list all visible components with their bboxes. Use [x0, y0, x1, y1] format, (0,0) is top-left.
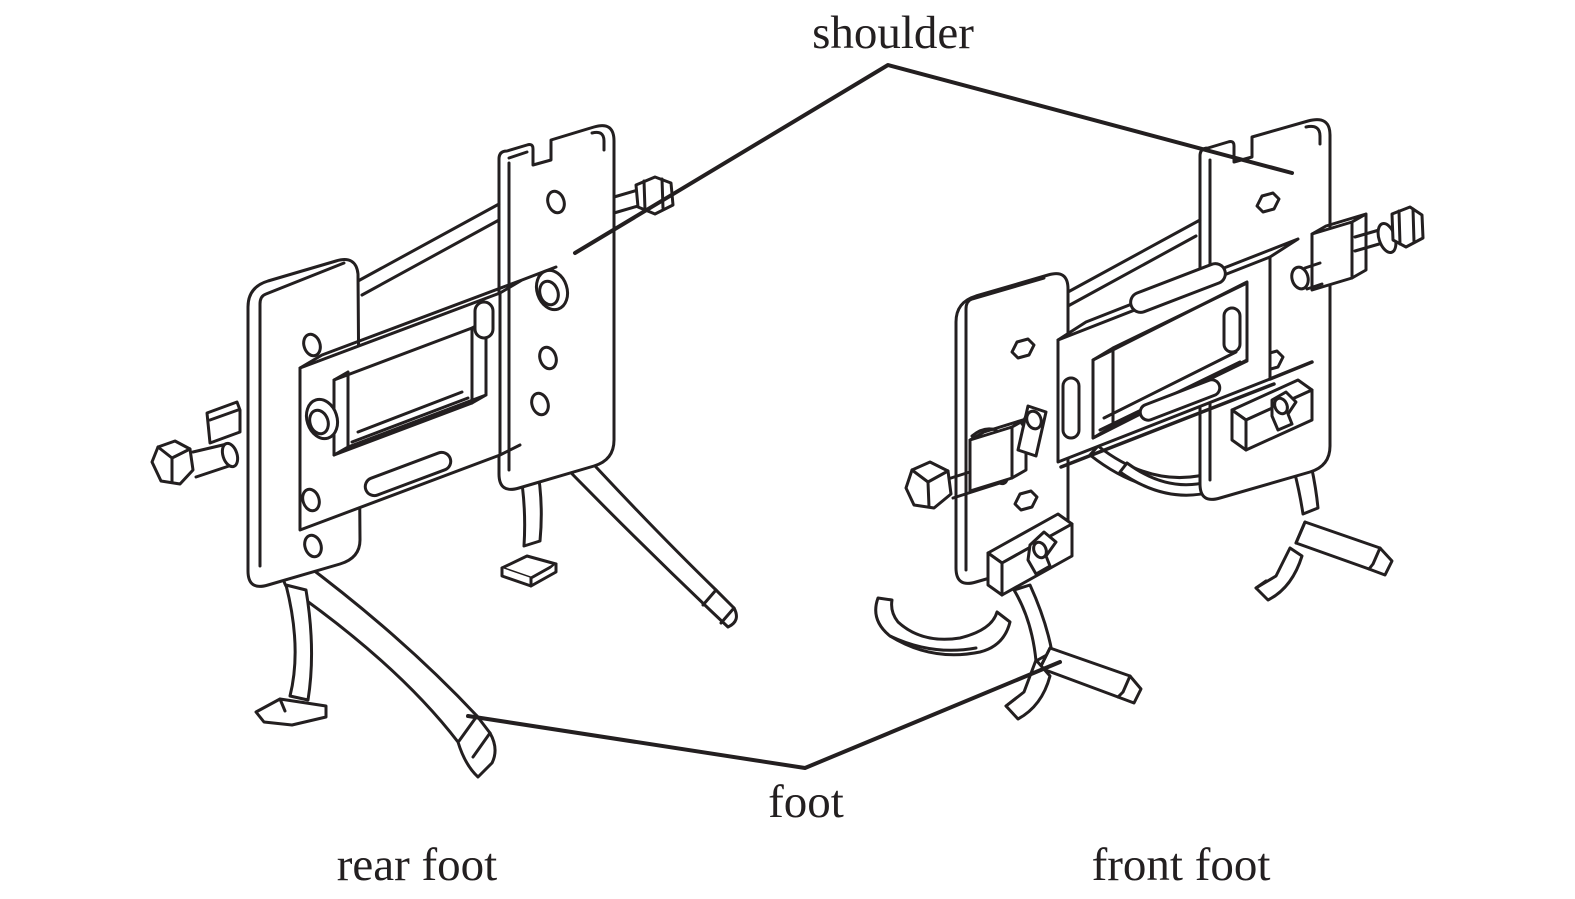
front-center-frame — [1056, 237, 1314, 469]
front-frame-top-edges — [1066, 218, 1202, 308]
front-middle-leg — [1004, 583, 1143, 721]
rear-frame-top-edges — [356, 202, 501, 297]
shoulder-label: shoulder — [812, 7, 974, 59]
rear-center-frame — [298, 265, 558, 532]
rear-back-plate — [497, 124, 616, 491]
rear-foot-caption: rear foot — [337, 839, 497, 891]
front-right-bolt — [1290, 205, 1425, 292]
rear-left-bolt — [150, 400, 242, 486]
shoulder-leader-line — [573, 63, 1294, 255]
foot-leader-line — [466, 660, 1062, 770]
figure-labels: shoulder foot rear foot front foot — [337, 7, 1271, 891]
front-foot-caption: front foot — [1092, 839, 1271, 891]
front-bottom-clamp-left — [986, 512, 1074, 597]
foot-label: foot — [768, 776, 844, 828]
front-foot-assembly — [874, 118, 1425, 721]
rear-front-legs — [254, 558, 497, 779]
rear-foot-assembly — [150, 124, 738, 779]
rear-front-plate-holes — [301, 332, 340, 559]
front-left-skid — [874, 596, 1012, 657]
front-bottom-clamp-right — [1230, 378, 1314, 452]
rear-right-bolt — [612, 175, 675, 216]
front-left-bolt — [904, 404, 1048, 510]
